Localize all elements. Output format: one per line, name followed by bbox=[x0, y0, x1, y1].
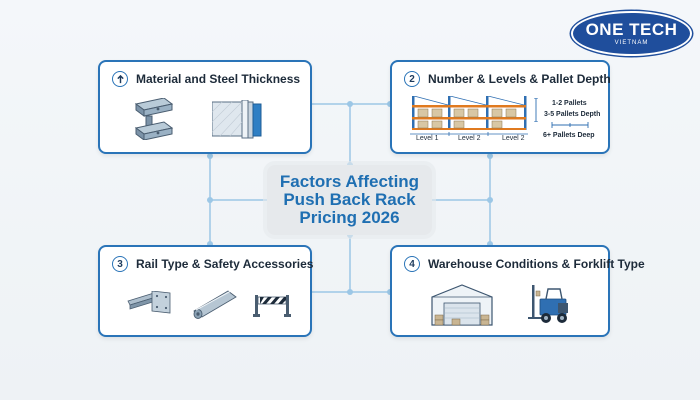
card-1-title: Material and Steel Thickness bbox=[136, 72, 301, 86]
forklift-icon bbox=[528, 285, 568, 323]
card-2-title: Number & Levels & Pallet Depth bbox=[428, 72, 611, 86]
logo-brand-sub: VIETNAM bbox=[614, 40, 649, 46]
card-2-number: 2 bbox=[404, 71, 420, 87]
center-title-box: Factors Affecting Push Back Rack Pricing… bbox=[267, 165, 432, 235]
one-tech-logo: ONE TECH VIETNAM bbox=[571, 11, 692, 56]
warehouse-icon bbox=[431, 284, 493, 326]
card-levels-pallet-depth: 2 Number & Levels & Pallet Depth bbox=[390, 60, 611, 154]
safety-barrier-icon bbox=[253, 295, 291, 317]
pallet-depth-label: 6+ Pallets Deep bbox=[543, 132, 595, 139]
card-3-title: Rail Type & Safety Accessories bbox=[136, 257, 314, 271]
card-material-steel: Material and Steel Thickness bbox=[98, 60, 312, 154]
rack-level-label: Level 2 bbox=[502, 135, 525, 142]
arrow-up-icon bbox=[112, 71, 128, 87]
logo-brand-name: ONE TECH bbox=[585, 20, 678, 39]
card-4-number: 4 bbox=[404, 256, 420, 272]
card-rail-safety: 3 Rail Type & Safety Accessories bbox=[98, 245, 314, 337]
rack-level-label: Level 1 bbox=[416, 135, 439, 142]
steel-beam-icon bbox=[134, 98, 174, 140]
rack-level-label: Level 2 bbox=[458, 135, 481, 142]
rail-bracket-icon bbox=[127, 291, 171, 314]
center-title: Factors Affecting Push Back Rack Pricing… bbox=[279, 172, 420, 227]
depth-arrow-icon bbox=[551, 122, 589, 128]
dimension-marks-icon bbox=[410, 132, 528, 136]
pallet-rack-icon bbox=[412, 96, 527, 130]
card-4-title: Warehouse Conditions & Forklift Type bbox=[428, 257, 645, 271]
pallet-depth-label: 3-5 Pallets Depth bbox=[544, 111, 601, 118]
card-warehouse-forklift: 4 Warehouse Conditions & Forklift Type bbox=[390, 245, 645, 337]
card-3-number: 3 bbox=[112, 256, 128, 272]
roller-rail-icon bbox=[193, 290, 237, 319]
pallet-depth-label: 1-2 Pallets bbox=[552, 100, 587, 107]
bracket-arrow-icon bbox=[534, 98, 538, 122]
steel-plate-layers-icon bbox=[212, 100, 262, 139]
